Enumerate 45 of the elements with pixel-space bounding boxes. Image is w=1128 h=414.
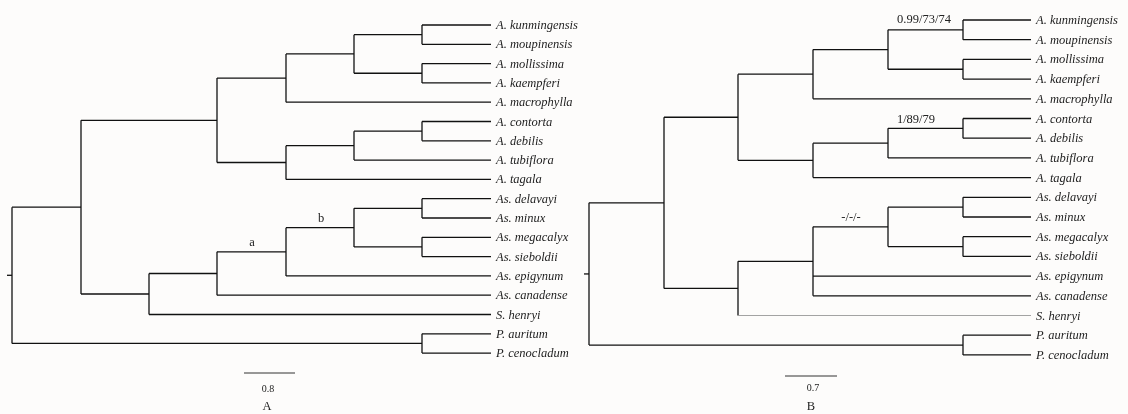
taxon-name: As. canadense <box>496 288 568 303</box>
taxon-name: As. sieboldii <box>1036 249 1098 264</box>
taxon-name: As. minux <box>496 211 546 225</box>
scale-value: 0.7 <box>806 381 820 395</box>
taxon-name: A. mollissima <box>1036 52 1105 67</box>
panel-label: A <box>262 399 272 413</box>
clade-label: b <box>317 211 325 225</box>
taxon-name: S. henryi <box>1036 308 1081 323</box>
taxon-name: As. canadense <box>1036 288 1108 303</box>
taxon-name: A. debilis <box>496 133 544 148</box>
taxon-name: A. contorta <box>1036 111 1093 126</box>
panel-label: B <box>806 399 816 413</box>
support-value: -/-/- <box>841 210 861 224</box>
taxon-name: S. henryi <box>496 307 541 322</box>
taxon-name: P. cenocladum <box>496 346 569 361</box>
taxon-name: As. megacalyx <box>496 230 569 245</box>
taxon-name: As. delavayi <box>496 191 558 206</box>
taxon-name: P. auritum <box>496 326 548 341</box>
support-value: 0.99/73/74 <box>897 12 951 26</box>
taxon-name: P. cenocladum <box>1036 347 1109 362</box>
taxon-name: As. sieboldii <box>496 249 558 264</box>
taxon-name: As. minux <box>1036 210 1086 224</box>
taxon-name: A. moupinensis <box>496 37 573 52</box>
taxon-name: A. kaempferi <box>496 75 560 90</box>
taxon-name: A. moupinensis <box>1036 32 1113 47</box>
taxon-name: A. macrophylla <box>1036 91 1113 106</box>
clade-label: a <box>249 235 255 249</box>
taxon-name: As. epigynum <box>1036 269 1104 284</box>
taxon-name: A. kaempferi <box>1036 72 1100 87</box>
taxon-name: A. mollissima <box>496 56 565 71</box>
taxon-name: As. epigynum <box>496 268 564 283</box>
taxon-name: A. macrophylla <box>496 95 573 110</box>
taxon-name: A. tagala <box>496 172 542 187</box>
taxon-name: A. kunmingensis <box>1036 13 1118 27</box>
support-value: 1/89/79 <box>896 112 936 126</box>
taxon-name: A. kunmingensis <box>496 18 578 32</box>
taxon-name: As. delavayi <box>1036 190 1098 205</box>
taxon-name: A. tagala <box>1036 170 1082 185</box>
scale-value: 0.8 <box>261 382 275 396</box>
taxon-name: A. tubiflora <box>496 153 554 168</box>
taxon-name: A. debilis <box>1036 131 1084 146</box>
taxon-name: A. tubiflora <box>1036 150 1094 165</box>
taxon-name: A. contorta <box>496 114 553 129</box>
taxon-name: P. auritum <box>1036 328 1088 343</box>
taxon-name: As. megacalyx <box>1036 229 1109 244</box>
